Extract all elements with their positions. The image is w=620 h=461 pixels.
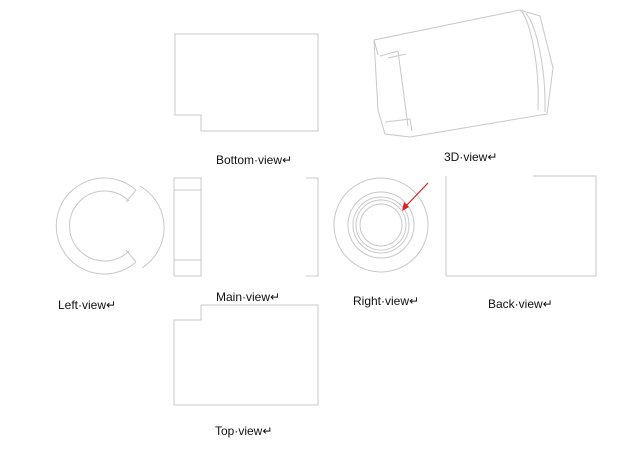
3d-view-label: 3D·view↵ <box>444 150 498 164</box>
right-view-drawing <box>333 177 429 273</box>
bottom-view-label: Bottom·view↵ <box>216 153 293 167</box>
main-view-label: Main·view↵ <box>216 290 281 304</box>
back-view-label: Back·view↵ <box>488 297 553 311</box>
3d-view-drawing <box>373 9 554 138</box>
left-view-drawing <box>55 177 165 275</box>
red-arrow <box>402 182 429 211</box>
top-view-label: Top·view↵ <box>215 424 273 438</box>
back-view-drawing <box>445 175 597 277</box>
top-view-drawing <box>173 304 319 406</box>
right-view-label: Right·view↵ <box>353 294 420 308</box>
bottom-view-drawing <box>174 33 319 132</box>
main-view-drawing <box>173 177 319 277</box>
left-view-label: Left·view↵ <box>58 298 117 312</box>
